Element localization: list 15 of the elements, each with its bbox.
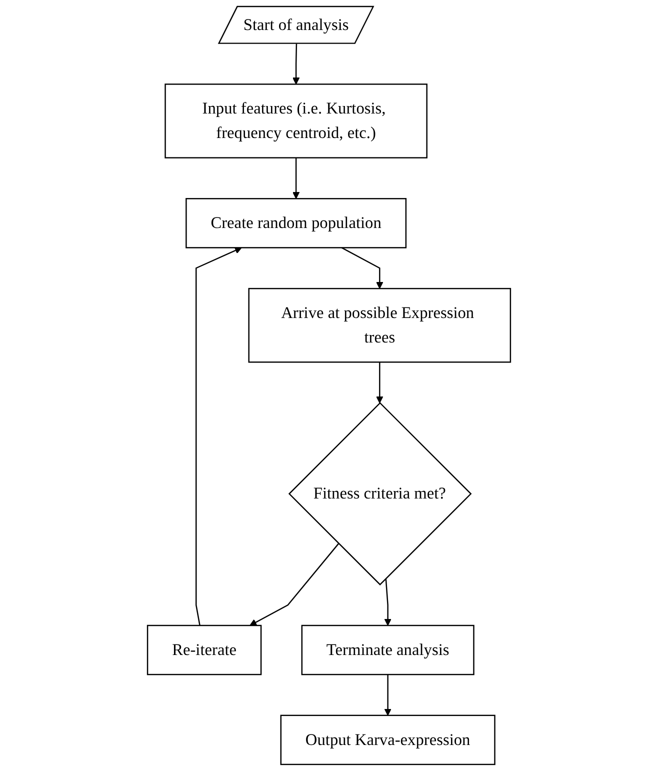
arrow xyxy=(340,247,383,289)
arrow xyxy=(384,578,391,626)
node-box: Create random population xyxy=(185,198,406,248)
arrow xyxy=(195,247,242,626)
arrow xyxy=(376,362,383,404)
node-box: Output Karva-expression xyxy=(280,714,495,766)
arrow xyxy=(292,158,300,199)
arrow xyxy=(292,44,300,85)
arrow xyxy=(249,543,339,626)
node-box: Terminate analysis xyxy=(300,624,474,676)
node-box: Re-iterate xyxy=(146,624,262,676)
node-diamond: Fitness criteria met? xyxy=(288,402,472,586)
arrow xyxy=(384,674,391,716)
node-box: Arrive at possible Expression trees xyxy=(248,288,511,363)
node-box: Input features (i.e. Kurtosis, frequency centroid, etc.) xyxy=(164,84,427,158)
